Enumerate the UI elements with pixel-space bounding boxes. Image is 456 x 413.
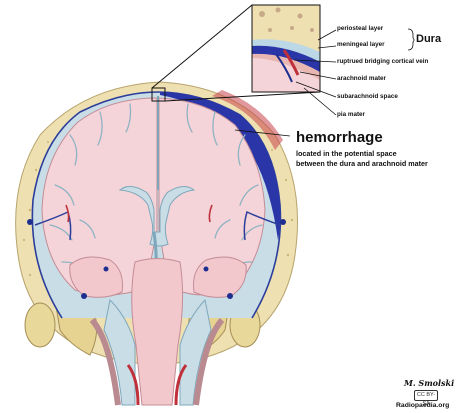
label-dura: Dura <box>416 33 441 45</box>
label-meningeal-layer: meningeal layer <box>337 41 385 48</box>
label-arachnoid-mater: arachnoid mater <box>337 75 386 82</box>
zoom-line-left <box>152 5 252 88</box>
hemorrhage-line-2: between the dura and arachnoid mater <box>296 159 428 169</box>
author-signature: M. Smolski <box>404 378 454 388</box>
label-subarachnoid-space: subarachnoid space <box>337 93 398 100</box>
brainstem <box>132 259 183 406</box>
site-credit: Radiopaedia.org <box>396 402 449 409</box>
label-periosteal-layer: periosteal layer <box>337 25 383 32</box>
hemorrhage-line-1: located in the potential space <box>296 149 397 159</box>
cc-license-badge: CC BY-SA <box>414 390 438 401</box>
left-mastoid <box>25 303 55 347</box>
zoom-inset <box>252 5 320 92</box>
label-pia-mater: pia mater <box>337 111 365 118</box>
hemorrhage-title: hemorrhage <box>296 129 383 146</box>
label-bridging-vein: ruptrued bridging cortical vein <box>337 58 428 65</box>
